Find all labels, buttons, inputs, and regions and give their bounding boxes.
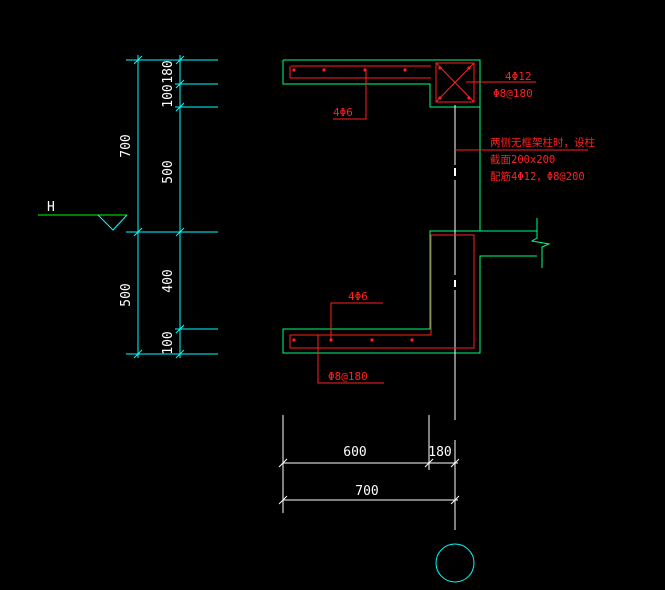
plan-dimensions [278, 415, 460, 513]
dim-400: 400 [161, 269, 176, 292]
bottom-rebar-label: 4Φ6 [348, 290, 368, 303]
dim-600: 600 [343, 445, 366, 460]
dim-700-vertical: 700 [119, 134, 134, 157]
annotation-texts: 4Φ6 4Φ12 Φ8@180 两侧无框架柱时，设柱 截面200x200 配筋4… [328, 70, 595, 383]
elevation-dimensions [126, 55, 218, 359]
bottom-stirrup-label: Φ8@180 [328, 370, 368, 383]
ground-level-mark: H [38, 200, 128, 231]
ground-label-h: H [47, 200, 55, 215]
dim-180-top: 180 [161, 60, 176, 83]
dim-100-bottom: 100 [161, 331, 176, 354]
dim-500-lower-total: 500 [119, 283, 134, 306]
plan-dimension-labels: 600 180 700 [343, 445, 451, 499]
dim-500-middle: 500 [161, 160, 176, 183]
corner-column-stirrup-label: Φ8@180 [493, 87, 533, 100]
elevation-dimension-labels: 700 500 180 100 500 400 100 [119, 60, 176, 354]
annotation-leaders [317, 70, 588, 384]
note-line-2: 截面200x200 [490, 153, 555, 166]
top-rebar-label: 4Φ6 [333, 106, 353, 119]
note-line-3: 配筋4Φ12，Φ8@200 [490, 170, 585, 183]
rebar-lines [289, 65, 475, 349]
dim-700-plan: 700 [355, 484, 378, 499]
rebar-dots [292, 66, 471, 342]
note-line-1: 两侧无框架柱时，设柱 [490, 136, 595, 149]
dim-100-top: 100 [161, 84, 176, 107]
grid-axis-bubble [435, 543, 475, 583]
section-outline [282, 59, 551, 354]
corner-column-rebar-label: 4Φ12 [505, 70, 532, 83]
dim-180-plan: 180 [428, 445, 451, 460]
